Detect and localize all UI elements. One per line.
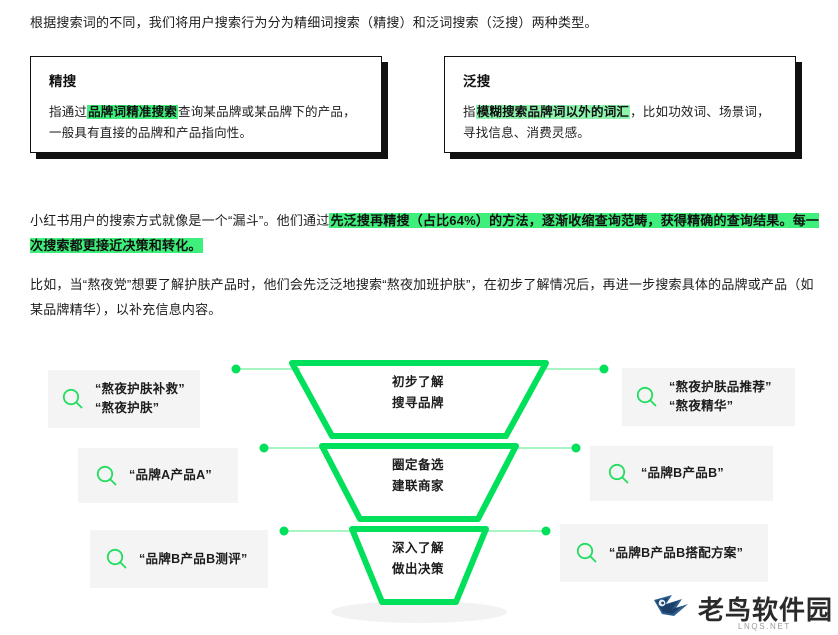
card-body-fansou: 指模糊搜索品牌词以外的词汇，比如功效词、场景词，寻找信息、消费灵感。 — [463, 102, 777, 144]
query-chip-right-2-text: “品牌B产品B” — [641, 466, 724, 480]
stage-2-line-2: 建联商家 — [391, 479, 444, 493]
funnel-stage-3-shape — [349, 526, 489, 605]
definition-card-jingsou: 精搜 指通过品牌词精准搜索查询某品牌或某品牌下的产品，一般具有直接的品牌和产品指… — [30, 56, 382, 153]
watermark: 老鸟软件园 — [652, 592, 833, 627]
card-body-highlight: 模糊搜索品牌词以外的词汇 — [475, 105, 631, 119]
stage-3-line-1: 深入了解 — [391, 541, 444, 555]
query-chip-left-1-text: “熬夜护肤补救” “熬夜护肤” — [95, 382, 185, 415]
query-chip-left-1: “熬夜护肤补救” “熬夜护肤” — [48, 370, 200, 428]
funnel-stage-2-shape — [319, 443, 519, 522]
search-icon — [94, 463, 120, 489]
card-title-jingsou: 精搜 — [49, 74, 77, 89]
bird-logo-icon — [652, 592, 692, 627]
search-icon — [606, 461, 632, 487]
stage-3-line-2: 做出决策 — [391, 562, 444, 576]
stage-2-line-1: 圈定备选 — [391, 458, 444, 472]
funnel-stage-1-shape — [289, 360, 549, 439]
funnel-stage-2-label: 圈定备选 建联商家 — [328, 455, 508, 497]
funnel-description-paragraph: 小红书用户的搜索方式就像是一个“漏斗”。他们通过先泛搜再精搜（占比64%）的方法… — [30, 208, 820, 258]
watermark-name: 老鸟软件园 — [698, 594, 834, 625]
card-body-highlight: 品牌词精准搜索 — [87, 105, 179, 119]
stage-1-line-2: 搜寻品牌 — [391, 396, 444, 410]
card-body-pre: 指 — [463, 105, 476, 119]
watermark-domain: LNQS.NET — [738, 622, 791, 631]
card-body-pre: 指通过 — [49, 105, 88, 119]
query-chip-left-2-text: “品牌A产品A” — [129, 468, 212, 482]
funnel-stage-3-label: 深入了解 做出决策 — [328, 538, 508, 580]
query-chip-right-1-text: “熬夜护肤品推荐” “熬夜精华” — [669, 380, 772, 413]
definition-card-fansou: 泛搜 指模糊搜索品牌词以外的词汇，比如功效词、场景词，寻找信息、消费灵感。 — [444, 56, 796, 153]
search-funnel-diagram: 初步了解 搜寻品牌 圈定备选 建联商家 深入了解 做出决策 “熬夜护肤补救” “… — [0, 350, 838, 635]
query-chip-left-3: “品牌B产品B测评” — [90, 530, 268, 588]
card-title-fansou: 泛搜 — [463, 74, 491, 89]
card-body-post: 查询某品牌或某品牌下的产品，一般具有直接的品牌和产品指向性。 — [49, 105, 356, 140]
intro-paragraph: 根据搜索词的不同，我们将用户搜索行为分为精细词搜索（精搜）和泛词搜索（泛搜）两种… — [30, 13, 820, 33]
intro-text: 根据搜索词的不同，我们将用户搜索行为分为精细词搜索（精搜）和泛词搜索（泛搜）两种… — [30, 15, 598, 30]
query-chip-left-2: “品牌A产品A” — [78, 448, 238, 503]
connector-lines-right — [478, 364, 609, 536]
query-chip-right-1: “熬夜护肤品推荐” “熬夜精华” — [622, 368, 795, 426]
search-icon — [104, 546, 130, 572]
card-body-post: ，比如功效词、场景词，寻找信息、消费灵感。 — [463, 105, 770, 140]
search-icon — [634, 384, 660, 410]
funnel-stage-1-label: 初步了解 搜寻品牌 — [328, 372, 508, 414]
query-chip-right-2: “品牌B产品B” — [590, 446, 773, 501]
funnel-ground-shadow — [331, 601, 507, 623]
search-icon — [60, 386, 86, 412]
query-chip-left-3-text: “品牌B产品B测评” — [139, 551, 248, 566]
query-chip-right-3: “品牌B产品B搭配方案” — [560, 524, 768, 582]
example-paragraph: 比如，当“熬夜党”想要了解护肤产品时，他们会先泛泛地搜索“熬夜加班护肤”，在初步… — [30, 272, 820, 322]
stage-1-line-1: 初步了解 — [391, 375, 444, 389]
para2-text: 比如，当“熬夜党”想要了解护肤产品时，他们会先泛泛地搜索“熬夜加班护肤”，在初步… — [30, 277, 814, 317]
card-body-jingsou: 指通过品牌词精准搜索查询某品牌或某品牌下的产品，一般具有直接的品牌和产品指向性。 — [49, 102, 363, 144]
funnel-graphic — [231, 360, 609, 623]
search-icon — [574, 540, 600, 566]
para1-pre: 小红书用户的搜索方式就像是一个“漏斗”。他们通过 — [30, 213, 330, 228]
query-chip-right-3-text: “品牌B产品B搭配方案” — [609, 545, 744, 560]
